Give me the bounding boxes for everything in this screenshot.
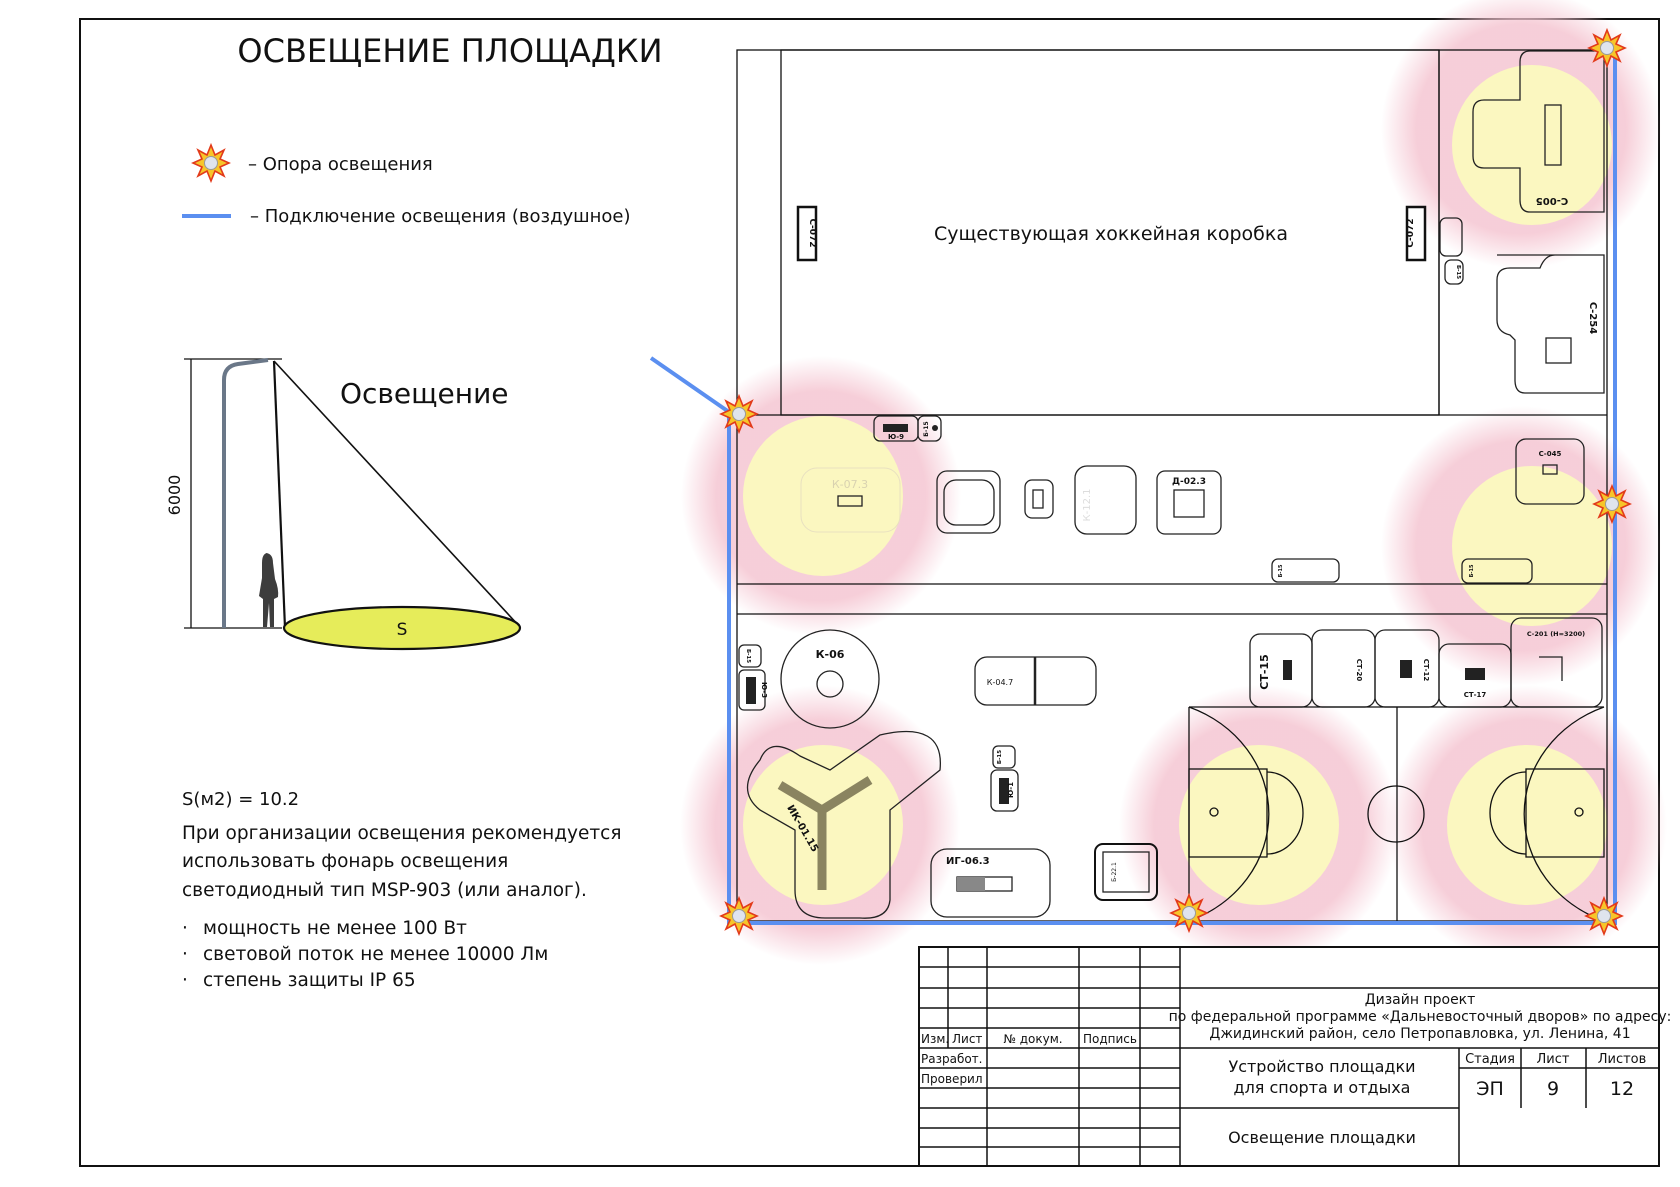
checked-label: Проверил <box>921 1072 983 1086</box>
bullet-item: степень защиты IP 65 <box>203 970 416 991</box>
equipment-label: С-254 <box>1587 302 1598 334</box>
bullet-dot: · <box>182 970 188 991</box>
equipment-label: СТ-12 <box>1422 659 1430 682</box>
light-pole-icon <box>1170 894 1208 932</box>
equipment-label: Ю-9 <box>888 433 904 441</box>
equipment-label: Б-15 <box>923 421 930 436</box>
legend-line-label: – Подключение освещения (воздушное) <box>250 206 631 227</box>
equipment-label: К-04.7 <box>987 678 1013 687</box>
stage-value: ЭП <box>1476 1078 1504 1100</box>
equipment-label: Б-15 <box>997 750 1003 764</box>
project-line: Дизайн проект <box>1365 992 1476 1008</box>
equipment-label: Б-15 <box>745 649 751 663</box>
object-line: для спорта и отдыха <box>1234 1078 1411 1097</box>
header-signature: Подпись <box>1083 1032 1137 1046</box>
drawing-name: Освещение площадки <box>1228 1128 1416 1147</box>
bullet-dot: · <box>182 944 188 965</box>
bullet-dot: · <box>182 918 188 939</box>
equipment-label: Б-22.1 <box>1111 862 1118 882</box>
lamp-pole-icon <box>222 358 269 628</box>
light-pole-icon <box>192 144 230 182</box>
page-title: ОСВЕЩЕНИЕ ПЛОЩАДКИ <box>237 32 662 70</box>
equipment-label: С-072 <box>1406 218 1416 247</box>
note-line: При организации освещения рекомендуется <box>182 823 621 844</box>
light-pole-icon <box>1585 897 1623 935</box>
equipment-label: К-07.3 <box>832 478 868 491</box>
equipment-label: Ю-3 <box>760 682 768 698</box>
equipment-label: С-045 <box>1539 450 1562 458</box>
equipment-label: ИГ-06.3 <box>946 856 990 867</box>
area-value: S(м2) = 10.2 <box>182 789 299 810</box>
bullet-item: мощность не менее 100 Вт <box>203 918 467 939</box>
basketball-court <box>1188 706 1605 922</box>
lit-area <box>282 605 522 651</box>
equipment-label: СТ-15 <box>1258 654 1271 689</box>
stage-label: Стадия <box>1465 1052 1515 1067</box>
light-pole-icon <box>720 897 758 935</box>
equipment-label: К-12.1 <box>1082 489 1093 522</box>
equipment-label: С-072 <box>807 218 817 247</box>
sheets-value: 12 <box>1610 1078 1634 1100</box>
height-label: 6000 <box>165 475 184 516</box>
equipment-label: Б-15 <box>1455 265 1461 279</box>
equipment-label: К-06 <box>816 648 845 661</box>
sheet-frame <box>79 18 1660 1167</box>
light-pole-icon <box>1593 485 1631 523</box>
equipment-label: Б-15 <box>1469 564 1475 577</box>
light-zones <box>680 0 1667 965</box>
equipment-label: Д-02.3 <box>1172 477 1206 487</box>
equipment-ik0115 <box>747 731 941 919</box>
bullet-item: световой поток не менее 10000 Лм <box>203 944 548 965</box>
developed-label: Разработ. <box>921 1052 983 1066</box>
note-line: светодиодный тип MSP-903 (или аналог). <box>182 880 587 901</box>
legend-pole-label: – Опора освещения <box>248 154 433 175</box>
project-line: Джидинский район, село Петропавловка, ул… <box>1209 1026 1630 1042</box>
note-line: использовать фонарь освещения <box>182 851 508 872</box>
person-silhouette-icon <box>259 553 279 627</box>
header-doc-number: № докум. <box>1003 1032 1062 1046</box>
header-sheet: Лист <box>952 1032 982 1046</box>
equipment-k06 <box>780 629 880 729</box>
object-line: Устройство площадки <box>1228 1057 1415 1076</box>
sheet-value: 9 <box>1547 1078 1559 1100</box>
legend: – Опора освещения – Подключение освещени… <box>182 144 631 227</box>
light-pole-icon <box>1588 29 1626 67</box>
lamp-diagram-label: Освещение <box>340 377 509 410</box>
equipment-label: Ю-1 <box>1007 782 1015 798</box>
equipment-label: СТ-17 <box>1464 691 1487 699</box>
title-block: Изм. Лист № докум. Подпись Разработ. Про… <box>918 946 1672 1167</box>
sheets-label: Листов <box>1598 1052 1647 1067</box>
lamp-diagram: 6000 S Освещение <box>165 358 522 651</box>
area-label: S <box>397 620 408 640</box>
equipment-label: Б-15 <box>1278 564 1284 577</box>
project-line: по федеральной программе «Дальневосточны… <box>1169 1009 1672 1025</box>
equipment-label: С-201 (Н=3200) <box>1527 630 1585 638</box>
sheet-label: Лист <box>1537 1052 1570 1067</box>
equipment-label: СТ-20 <box>1355 659 1363 682</box>
equipment-label: С-005 <box>1536 195 1568 206</box>
header-change: Изм. <box>921 1032 949 1046</box>
light-pole-icon <box>720 395 758 433</box>
hockey-label: Существующая хоккейная коробка <box>934 223 1288 245</box>
notes: S(м2) = 10.2 При организации освещения р… <box>182 789 621 991</box>
